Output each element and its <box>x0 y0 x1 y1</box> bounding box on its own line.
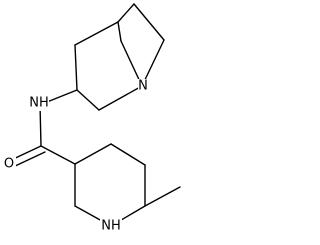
structure-diagram: NH N O NH <box>2 3 181 234</box>
bond-middle-bridge <box>120 40 143 87</box>
amide-nh-label: NH <box>29 96 49 111</box>
quinuclidine-n-label: N <box>138 79 148 94</box>
piperidine-nh-atom: NH <box>100 218 122 234</box>
piperidine-nh-label: NH <box>101 219 121 234</box>
carbonyl-o-label: O <box>4 157 14 172</box>
bond-c3-ch2a <box>76 89 100 111</box>
bond-ch2a-n <box>98 85 143 111</box>
bond-bridgehead-down <box>117 21 122 42</box>
amide-nh-atom: NH <box>29 95 49 111</box>
quinuclidine-n-atom: N <box>138 79 149 94</box>
bond-c4-bridgehead <box>74 21 119 46</box>
piperidine-ring <box>74 143 181 227</box>
bond-p-c4-c5 <box>110 143 146 166</box>
bond-carbonyl-c-o-2 <box>12 151 46 168</box>
bond-bridgehead-up <box>117 3 135 23</box>
bond-methyl <box>144 186 181 207</box>
carbonyl-o-atom: O <box>2 156 16 172</box>
bond-p-c3-c4 <box>74 143 112 165</box>
bond-top-bridge <box>133 3 165 41</box>
bond-right-bridge <box>141 39 165 87</box>
bond-c3-c4 <box>74 44 78 91</box>
bond-carbonyl-c-ring <box>40 145 76 165</box>
quinuclidine-ring <box>74 3 165 111</box>
